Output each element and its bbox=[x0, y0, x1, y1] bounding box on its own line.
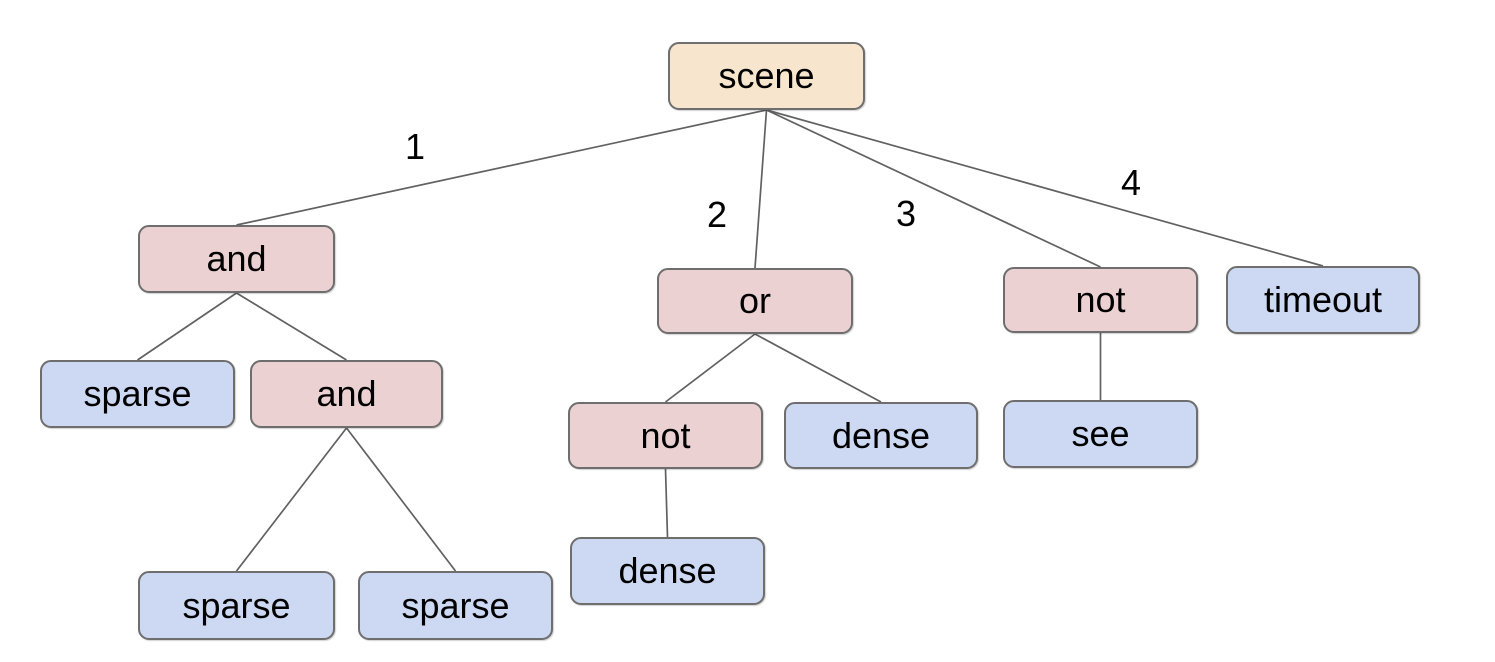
edge-not-2-to-dense-2 bbox=[664, 468, 669, 538]
edge-scene-to-timeout-1 bbox=[766, 109, 1324, 267]
tree-node-see-1: see bbox=[1003, 400, 1198, 468]
edge-and-1-to-and-2 bbox=[236, 292, 347, 361]
tree-node-and-2: and bbox=[250, 360, 443, 428]
edge-and-2-to-sparse-2 bbox=[235, 427, 348, 572]
tree-node-sparse-2: sparse bbox=[138, 571, 335, 640]
edge-label-2: 2 bbox=[706, 194, 728, 235]
edge-label-3: 3 bbox=[895, 193, 917, 234]
tree-node-and-1: and bbox=[138, 225, 335, 293]
edge-scene-to-or-1 bbox=[754, 109, 768, 269]
edge-scene-to-not-1 bbox=[766, 109, 1101, 268]
tree-node-dense-1: dense bbox=[784, 402, 978, 469]
edge-and-2-to-sparse-3 bbox=[345, 427, 457, 572]
edge-label-1: 1 bbox=[404, 126, 426, 167]
tree-node-timeout-1: timeout bbox=[1226, 266, 1420, 334]
tree-node-scene: scene bbox=[668, 42, 865, 110]
edge-and-1-to-sparse-1 bbox=[137, 292, 237, 361]
tree-node-dense-2: dense bbox=[570, 537, 765, 605]
edge-scene-to-and-1 bbox=[236, 109, 767, 226]
edge-label-4: 4 bbox=[1120, 162, 1142, 203]
tree-node-not-1: not bbox=[1003, 267, 1198, 333]
tree-node-or-1: or bbox=[657, 268, 853, 334]
tree-node-sparse-3: sparse bbox=[358, 571, 553, 640]
edge-or-1-to-not-2 bbox=[664, 333, 756, 403]
edge-or-1-to-dense-1 bbox=[754, 333, 882, 403]
tree-node-sparse-1: sparse bbox=[40, 360, 235, 428]
tree-node-not-2: not bbox=[568, 402, 763, 469]
